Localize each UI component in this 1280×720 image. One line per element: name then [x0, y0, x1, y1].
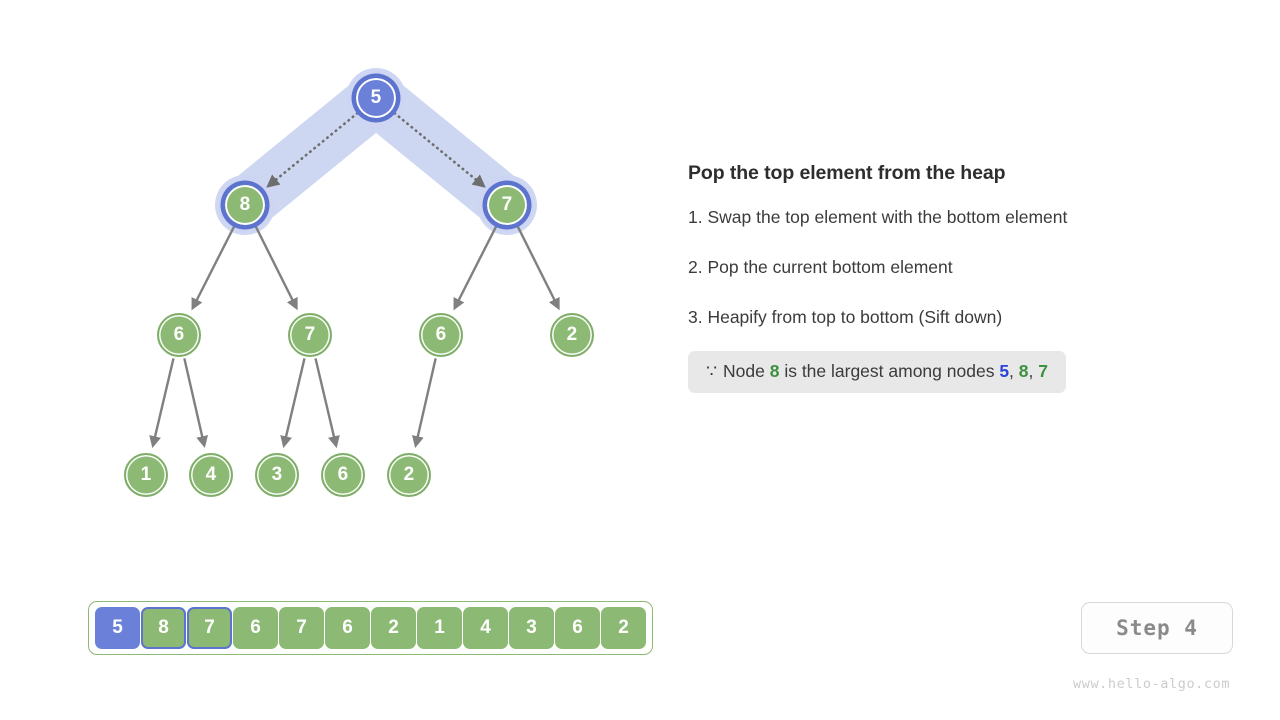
- tree-edge: [183, 358, 209, 449]
- array-cell: 5: [95, 607, 140, 649]
- instruction-step-2: 2. Pop the current bottom element: [688, 257, 953, 277]
- watermark: www.hello-algo.com: [1073, 676, 1231, 692]
- hint-candidate-2: 8: [1018, 361, 1029, 381]
- tree-node-8: 8: [223, 183, 267, 227]
- tree-node-2: 2: [387, 453, 431, 497]
- array-cell: 4: [463, 607, 508, 649]
- array-cell: 7: [279, 607, 324, 649]
- tree-edge: [411, 358, 437, 449]
- tree-node-1: 1: [124, 453, 168, 497]
- array-cell: 6: [555, 607, 600, 649]
- instruction-step-1: 1. Swap the top element with the bottom …: [688, 207, 1068, 227]
- tree-node-2: 2: [550, 313, 594, 357]
- instruction-step-3: 3. Heapify from top to bottom (Sift down…: [688, 307, 1003, 327]
- array-cell: 1: [417, 607, 462, 649]
- tree-node-6: 6: [419, 313, 463, 357]
- tree-edge: [149, 358, 175, 449]
- tree-edge: [254, 225, 298, 311]
- hint-candidate-3: 7: [1038, 361, 1048, 381]
- hint-separator-1: ,: [1009, 361, 1019, 381]
- hint-prefix: Node: [723, 361, 770, 381]
- step-badge: Step 4: [1081, 602, 1233, 654]
- tree-node-6: 6: [321, 453, 365, 497]
- array-cell: 8: [141, 607, 186, 649]
- array-cell: 3: [509, 607, 554, 649]
- array-cell: 2: [601, 607, 646, 649]
- tree-node-4: 4: [189, 453, 233, 497]
- tree-node-6: 6: [157, 313, 201, 357]
- reason-hint-box: ∵ Node 8 is the largest among nodes 5, 8…: [688, 351, 1066, 393]
- tree-node-5: 5: [354, 76, 398, 120]
- tree-edge: [453, 225, 498, 311]
- array-cell: 2: [371, 607, 416, 649]
- tree-node-7: 7: [485, 183, 529, 227]
- tree-edge: [516, 225, 560, 311]
- because-symbol: ∵: [706, 361, 719, 381]
- array-cell: 7: [187, 607, 232, 649]
- page-title: Pop the top element from the heap: [688, 162, 1006, 184]
- instruction-panel: Pop the top element from the heap 1. Swa…: [688, 162, 1218, 393]
- hint-subject-node: 8: [769, 361, 780, 381]
- comparison-arrow: [393, 111, 486, 188]
- comparison-arrow-group: [266, 111, 486, 188]
- tree-edge: [314, 358, 340, 449]
- hint-middle: is the largest among nodes: [779, 361, 1000, 381]
- tree-node-3: 3: [255, 453, 299, 497]
- comparison-arrow: [266, 111, 359, 188]
- array-cell: 6: [325, 607, 370, 649]
- tree-edge: [280, 358, 306, 449]
- hint-separator-2: ,: [1028, 361, 1039, 381]
- array-cell: 6: [233, 607, 278, 649]
- hint-candidate-1: 5: [999, 361, 1010, 381]
- tree-edge: [191, 225, 236, 311]
- tree-edge-group: [149, 225, 560, 449]
- tree-node-7: 7: [288, 313, 332, 357]
